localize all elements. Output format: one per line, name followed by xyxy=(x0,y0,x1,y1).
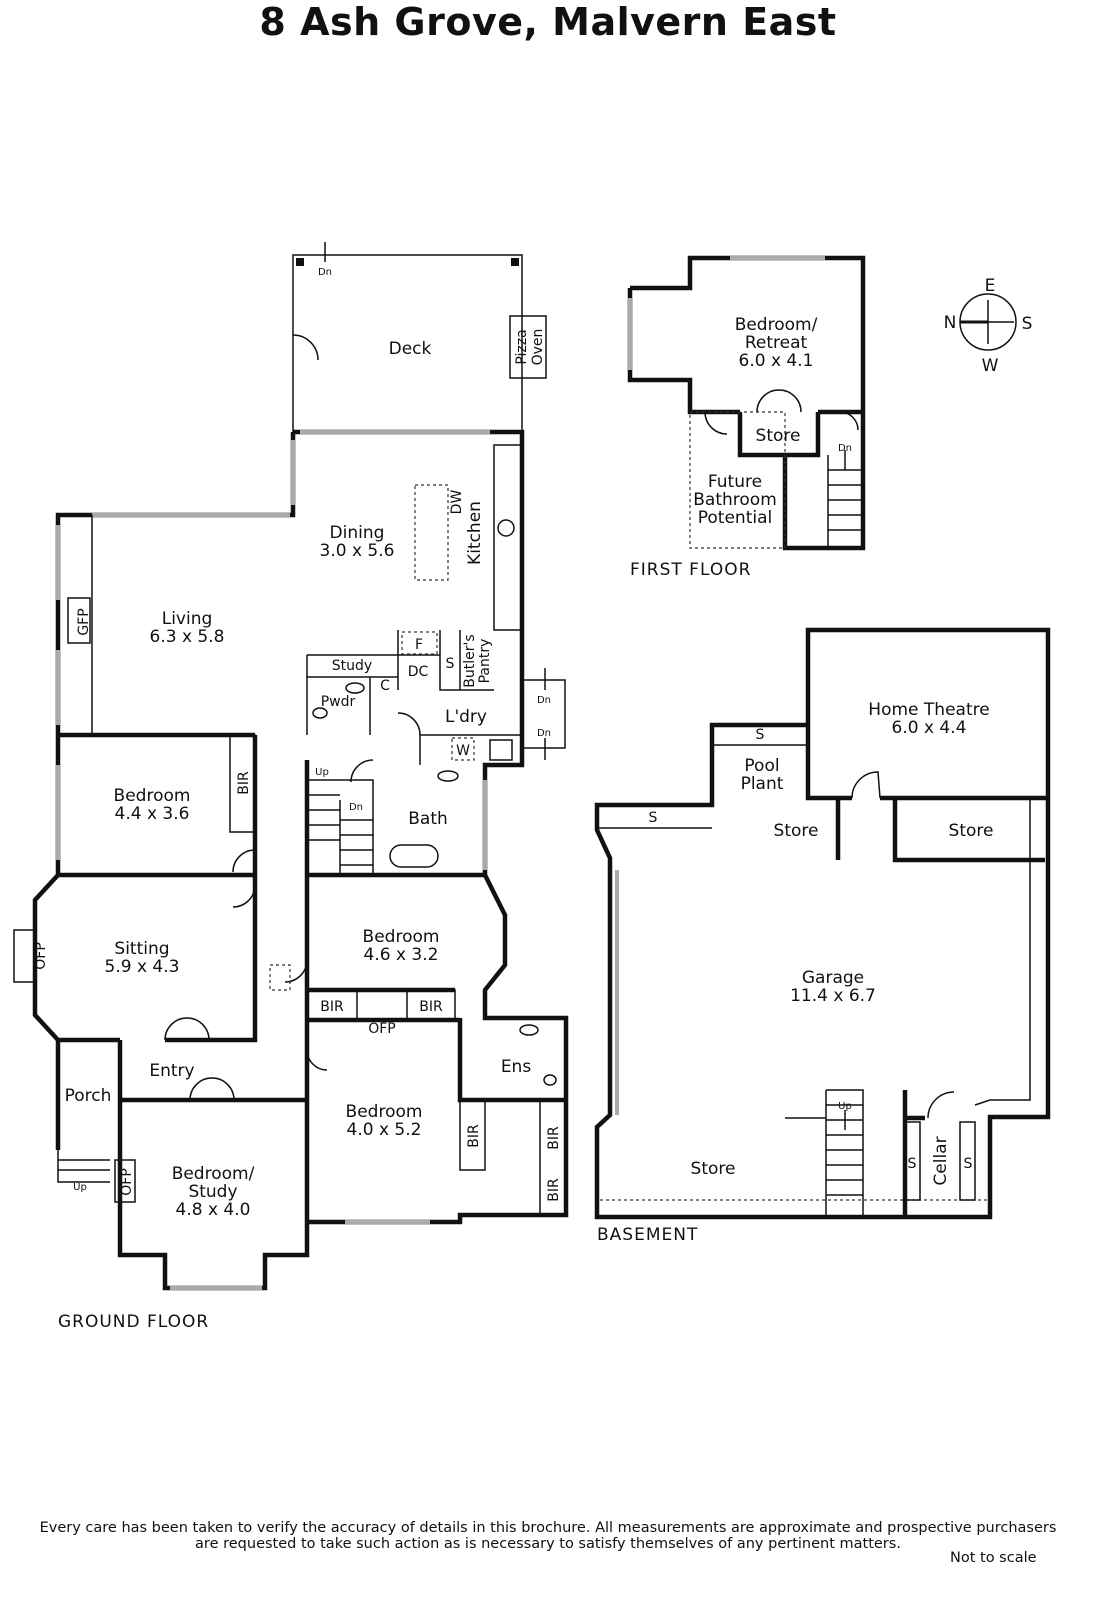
svg-text:Study: Study xyxy=(188,1182,237,1202)
room-label-sitting: Sitting xyxy=(114,939,169,959)
svg-text:Study: Study xyxy=(332,658,372,674)
room-label-kitchen: Kitchen xyxy=(465,501,485,565)
svg-text:Dn: Dn xyxy=(349,802,363,813)
basement-plan: Home Theatre 6.0 x 4.4 S S Pool Plant St… xyxy=(594,627,1051,1245)
svg-text:BIR: BIR xyxy=(546,1126,562,1150)
first-floor-plan: Bedroom/ Retreat 6.0 x 4.1 Store Future … xyxy=(627,255,866,580)
svg-text:OFP: OFP xyxy=(119,1168,135,1196)
room-label-laundry: L'dry xyxy=(445,707,487,727)
floor-label-first: FIRST FLOOR xyxy=(630,560,751,580)
svg-text:S: S xyxy=(649,810,658,826)
room-label-garage: Garage xyxy=(802,968,864,988)
svg-text:Dn: Dn xyxy=(537,728,551,739)
svg-text:OFP: OFP xyxy=(368,1021,396,1037)
svg-text:Potential: Potential xyxy=(698,508,772,528)
compass-north: N xyxy=(944,313,957,333)
svg-text:Pantry: Pantry xyxy=(477,639,493,684)
room-label-bedroom-1: Bedroom xyxy=(114,786,191,806)
svg-text:Dn: Dn xyxy=(838,443,852,454)
svg-text:GFP: GFP xyxy=(76,608,92,635)
room-label-bedroom-3: Bedroom xyxy=(346,1102,423,1122)
svg-text:4.6 x 3.2: 4.6 x 3.2 xyxy=(364,945,439,965)
disclaimer-line-2: are requested to take such action as is … xyxy=(195,1536,901,1552)
room-label-cellar: Cellar xyxy=(931,1136,951,1185)
disclaimer: Every care has been taken to verify the … xyxy=(0,1520,1096,1552)
svg-text:Dn: Dn xyxy=(537,695,551,706)
svg-text:6.3 x 5.8: 6.3 x 5.8 xyxy=(150,627,225,647)
floor-label-ground: GROUND FLOOR xyxy=(58,1312,209,1332)
svg-text:BIR: BIR xyxy=(320,999,344,1015)
room-label-home-theatre: Home Theatre xyxy=(868,700,989,720)
svg-text:S: S xyxy=(756,727,765,743)
room-label-store-basement-1: Store xyxy=(774,821,819,841)
compass-west: W xyxy=(982,356,999,376)
svg-text:Pizza: Pizza xyxy=(514,329,530,364)
svg-text:F: F xyxy=(415,637,423,653)
svg-text:4.4 x 3.6: 4.4 x 3.6 xyxy=(115,804,190,824)
disclaimer-line-1: Every care has been taken to verify the … xyxy=(39,1520,1057,1536)
svg-text:W: W xyxy=(456,743,470,759)
svg-text:6.0 x 4.4: 6.0 x 4.4 xyxy=(892,718,967,738)
svg-text:Plant: Plant xyxy=(741,774,784,794)
room-label-bedroom-2: Bedroom xyxy=(363,927,440,947)
floor-label-basement: BASEMENT xyxy=(597,1225,698,1245)
ground-floor-plan: Deck Pizza Oven Dining 3.0 x 5.6 Kitchen… xyxy=(13,242,569,1332)
svg-text:S: S xyxy=(964,1156,973,1172)
room-label-bath: Bath xyxy=(408,809,448,829)
svg-text:BIR: BIR xyxy=(466,1124,482,1148)
room-label-deck: Deck xyxy=(389,339,432,359)
room-label-pool-plant: Pool xyxy=(744,756,779,776)
room-label-entry: Entry xyxy=(149,1061,194,1081)
svg-text:C: C xyxy=(380,678,390,694)
svg-text:BIR: BIR xyxy=(419,999,443,1015)
svg-text:4.8 x 4.0: 4.8 x 4.0 xyxy=(176,1200,251,1220)
svg-text:Pwdr: Pwdr xyxy=(321,694,356,710)
room-label-living: Living xyxy=(162,609,213,629)
compass: E S W N xyxy=(944,276,1033,376)
svg-text:BIR: BIR xyxy=(546,1178,562,1202)
svg-text:OFP: OFP xyxy=(33,942,49,970)
svg-text:Butler's: Butler's xyxy=(462,634,478,687)
compass-east: E xyxy=(985,276,996,296)
room-label-bedroom-study: Bedroom/ xyxy=(172,1164,255,1184)
svg-text:BIR: BIR xyxy=(236,771,252,795)
room-label-future-bathroom: Future xyxy=(708,472,762,492)
svg-text:Bathroom: Bathroom xyxy=(693,490,777,510)
svg-text:DW: DW xyxy=(449,490,465,515)
svg-text:3.0 x 5.6: 3.0 x 5.6 xyxy=(320,541,395,561)
stairs-ground xyxy=(57,668,566,1183)
svg-text:4.0 x 5.2: 4.0 x 5.2 xyxy=(347,1120,422,1140)
svg-text:S: S xyxy=(446,656,455,672)
compass-south: S xyxy=(1022,314,1033,334)
svg-text:Up: Up xyxy=(73,1182,87,1193)
svg-text:6.0 x 4.1: 6.0 x 4.1 xyxy=(739,351,814,371)
room-label-bedroom-retreat: Bedroom/ xyxy=(735,315,818,335)
room-label-porch: Porch xyxy=(65,1086,112,1106)
svg-text:Up: Up xyxy=(838,1101,852,1112)
room-label-dining: Dining xyxy=(330,523,385,543)
pizza-oven xyxy=(509,315,547,379)
page-title: 8 Ash Grove, Malvern East xyxy=(259,0,837,44)
svg-text:DC: DC xyxy=(408,664,429,680)
room-label-store-basement-2: Store xyxy=(949,821,994,841)
svg-text:Oven: Oven xyxy=(530,329,546,366)
svg-text:Up: Up xyxy=(315,767,329,778)
room-label-ensuite: Ens xyxy=(501,1057,532,1077)
scale-note: Not to scale xyxy=(950,1550,1037,1566)
svg-text:5.9 x 4.3: 5.9 x 4.3 xyxy=(105,957,180,977)
room-label-store-basement-3: Store xyxy=(691,1159,736,1179)
svg-text:S: S xyxy=(908,1156,917,1172)
room-label-store-first: Store xyxy=(756,426,801,446)
svg-text:Dn: Dn xyxy=(318,267,332,278)
svg-text:Retreat: Retreat xyxy=(745,333,808,353)
svg-text:11.4 x 6.7: 11.4 x 6.7 xyxy=(790,986,876,1006)
